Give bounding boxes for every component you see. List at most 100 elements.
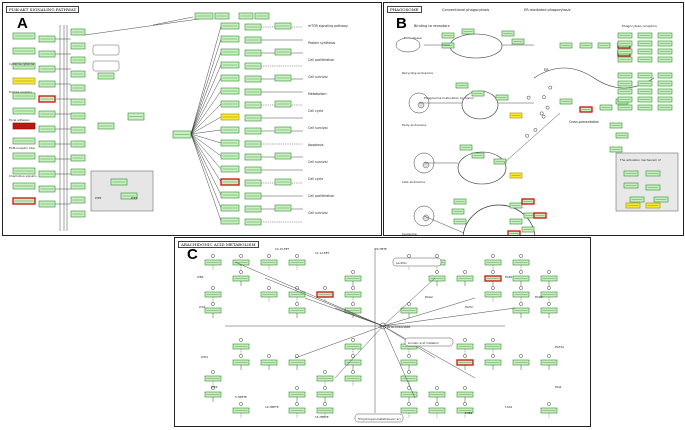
map-label: Cell survival: [308, 160, 328, 164]
compound-node: [541, 114, 546, 119]
map-label: Phagocytosis receptors: [622, 24, 657, 28]
gene-node: [507, 230, 521, 235]
compound-node: [295, 402, 299, 406]
map-label: PGE2: [505, 275, 513, 279]
map-label: Cell proliferation: [308, 58, 334, 62]
compound-node: [211, 286, 215, 290]
map-label: Toll-like receptor: [8, 90, 33, 94]
phagosome-shape: [449, 33, 503, 59]
linked-pathway-box: [404, 337, 454, 347]
compound-node: [407, 302, 411, 306]
pathway-edge: [190, 25, 222, 135]
map-label: LTB4: [197, 275, 204, 279]
vesicle-content: [422, 214, 430, 222]
compound-node: [463, 270, 467, 274]
compound-node: [351, 286, 355, 290]
map-label: Linoleic acid metaboli: [408, 341, 439, 345]
pathway-edge: [334, 307, 384, 327]
map-label: ER: [544, 68, 549, 72]
compound-node: [239, 270, 243, 274]
map-label: Cell cycle: [308, 177, 323, 181]
map-label: Trihydroxyeicosatetraenoic aci: [357, 417, 401, 421]
compound-node: [407, 402, 411, 406]
map-label: 5-HPETE: [235, 395, 247, 399]
pathway-edge: [423, 215, 465, 234]
map-label: ER-mediated phagocytosis: [524, 8, 571, 12]
compound-node: [463, 386, 467, 390]
compound-node: [435, 402, 439, 406]
bacterium-shape: [395, 37, 421, 53]
compound-node: [526, 95, 531, 100]
panel-letter-a: A: [17, 15, 28, 32]
pathway-edge: [84, 16, 214, 36]
compound-node: [211, 386, 215, 390]
compound-node: [545, 105, 550, 110]
map-label: Phagosome maturation by fusion: [424, 96, 474, 100]
map-label: Cytokine-cytokine: [9, 62, 34, 66]
pathway-edge: [503, 112, 561, 164]
pathway-edge: [190, 133, 222, 196]
map-label: Apoptosis: [308, 143, 324, 147]
map-label: PGI2: [555, 385, 562, 389]
compound-node: [267, 286, 271, 290]
map-label: 20-HETE: [375, 247, 387, 251]
compound-node: [351, 302, 355, 306]
pathway-edge: [190, 133, 222, 209]
vesicle-content: [417, 101, 425, 109]
map-label: PGD2: [535, 295, 543, 299]
compound-node: [519, 286, 523, 290]
pathway-edge: [190, 133, 222, 183]
compound-node: [435, 386, 439, 390]
pathway-edge: [152, 16, 194, 26]
compound-node: [407, 354, 411, 358]
map-label: Arachidonate: [387, 325, 410, 329]
pathway-edge: [190, 133, 222, 222]
compound-node: [533, 128, 538, 132]
compound-node: [491, 338, 495, 342]
map-label: Recycling endosome: [402, 71, 433, 75]
compound-node: [351, 370, 355, 374]
er-membrane: [533, 67, 655, 89]
pathway-edge: [294, 325, 384, 359]
compound-node: [295, 386, 299, 390]
map-label: 14,15-EET: [275, 247, 290, 251]
compound-node: [547, 354, 551, 358]
pathway-edge: [190, 64, 222, 135]
compound-node: [519, 254, 523, 258]
map-label: Early phase: [404, 36, 422, 40]
map-label: Binding to receptors: [414, 24, 450, 28]
pathway-edge: [382, 277, 436, 327]
pathway-edge: [382, 325, 416, 399]
map-label: Cell survival: [308, 211, 328, 215]
compound-node: [491, 354, 495, 358]
map-label: PGF2a: [555, 345, 564, 349]
pathway-edge: [190, 51, 222, 135]
compound-node: [491, 270, 495, 274]
compound-node: [239, 254, 243, 258]
map-label: PIP2: [95, 196, 102, 200]
map-label: Lecithin: [396, 261, 407, 265]
map-label: Late endosome: [402, 180, 425, 184]
compound-node: [323, 286, 327, 290]
pathway-edge: [334, 325, 384, 379]
pathway-edge: [382, 297, 476, 327]
compound-node: [539, 111, 544, 116]
map-label: ECM-receptor inter: [9, 146, 36, 150]
compound-node: [463, 354, 467, 358]
linked-pathway-box: [392, 257, 442, 267]
compound-node: [239, 402, 243, 406]
compound-node: [351, 270, 355, 274]
compound-node: [463, 338, 467, 342]
pathway-edge: [264, 277, 384, 327]
compound-node: [407, 254, 411, 258]
map-label: 11,12-EET: [315, 251, 330, 255]
compound-node: [211, 370, 215, 374]
compound-node: [547, 270, 551, 274]
compound-node: [547, 302, 551, 306]
pathway-edge: [234, 261, 384, 327]
map-label: Chemokine signalin: [9, 174, 37, 178]
pathway-edge: [382, 325, 476, 379]
compound-node: [211, 254, 215, 258]
